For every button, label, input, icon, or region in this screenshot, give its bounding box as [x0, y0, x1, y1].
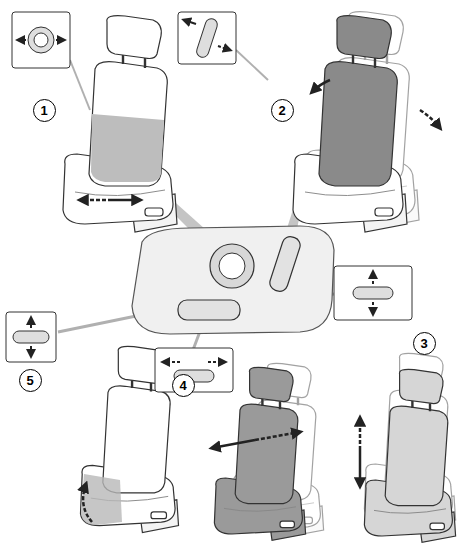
motion-arrow	[255, 432, 300, 440]
seat-backrest	[385, 406, 448, 505]
icon-arrow	[184, 20, 196, 24]
icon-switch	[353, 287, 393, 299]
icon-arrow	[218, 46, 230, 50]
icon-switch	[195, 17, 219, 59]
callout-number: 1	[40, 104, 47, 117]
icon-frame	[6, 312, 56, 362]
callout-number: 2	[278, 104, 285, 117]
seat-seam	[224, 507, 296, 511]
motion-arrow	[359, 418, 362, 450]
seat-switch	[375, 208, 393, 216]
backrest-switch	[268, 235, 302, 294]
lumbar-knob	[210, 244, 254, 288]
icon-frame	[178, 12, 236, 64]
seat-switch	[145, 208, 163, 216]
icon-arrow	[208, 361, 225, 363]
icon-frame	[12, 12, 70, 68]
leader-line	[236, 50, 268, 80]
icon-knob	[28, 27, 54, 53]
motion-arrow	[112, 199, 140, 202]
seat-seam	[305, 190, 395, 196]
control-panel	[132, 226, 334, 334]
motion-arrow	[80, 199, 112, 202]
motion-arrow	[420, 110, 440, 128]
callout-circle: 4	[172, 374, 195, 397]
callout-number: 3	[420, 337, 427, 350]
seat-drawing	[293, 16, 407, 232]
seat-headrest	[399, 369, 443, 403]
seat-headrest	[107, 16, 162, 59]
lumbar-knob-center	[219, 253, 245, 279]
callout-circle: 1	[33, 99, 56, 122]
icon-arrow	[30, 346, 32, 356]
motion-arrow	[312, 80, 330, 92]
seat-backrest	[319, 62, 397, 186]
leader-line	[70, 60, 90, 110]
seat-backrest	[103, 386, 170, 493]
seat-backrest	[235, 404, 298, 503]
icon-arrow	[56, 39, 64, 41]
callout-number: 4	[179, 379, 186, 392]
seat-headrest	[337, 16, 392, 59]
seat-seam	[374, 509, 446, 513]
callout-circle: 5	[19, 369, 42, 392]
cushion-front-zone	[81, 474, 122, 525]
seat-headrest	[249, 367, 293, 401]
icon-frame	[334, 266, 412, 320]
seat-drawing	[214, 367, 305, 540]
seat-drawing	[63, 16, 177, 232]
callout-number: 5	[26, 374, 33, 387]
callout-circle: 3	[413, 332, 436, 355]
seat-switch	[430, 523, 444, 529]
seat-switch	[280, 521, 294, 527]
icon-switch	[13, 331, 49, 343]
seat-seam	[75, 190, 165, 196]
seat-switch	[178, 300, 240, 320]
icon-knob	[34, 33, 48, 47]
icon-arrow	[372, 272, 374, 284]
motion-arrow	[212, 440, 255, 448]
motion-arrow	[83, 484, 92, 522]
seat-drawing	[364, 369, 455, 542]
icon-arrow	[372, 302, 374, 314]
icon-arrow	[30, 318, 32, 328]
motion-arrow	[359, 450, 362, 486]
icon-arrow	[163, 361, 180, 363]
callout-circle: 2	[271, 99, 294, 122]
lumbar-zone	[91, 114, 164, 182]
icon-arrow	[18, 39, 26, 41]
leader-group	[58, 50, 334, 350]
seat-backrest	[89, 62, 167, 186]
seat-switch	[151, 512, 166, 519]
